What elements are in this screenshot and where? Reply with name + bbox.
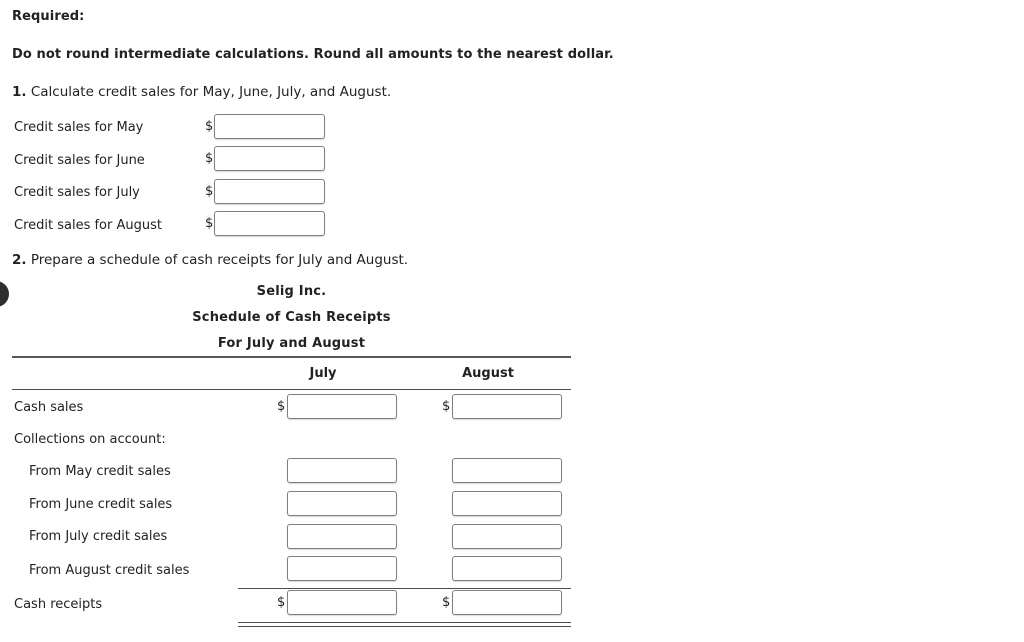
- table-bottom-rule-lower: [238, 626, 571, 627]
- row-label-from-july-credit-sales: From July credit sales: [29, 529, 168, 544]
- credit-sales-august-label: Credit sales for August: [14, 218, 162, 233]
- dollar-sign: $: [277, 399, 286, 414]
- dollar-sign: $: [442, 399, 451, 414]
- dollar-sign: $: [277, 595, 286, 610]
- credit-sales-july-input[interactable]: [214, 179, 325, 204]
- row-label-from-august-credit-sales: From August credit sales: [29, 563, 190, 578]
- question-2-number: 2.: [12, 252, 27, 268]
- from-july-july-input[interactable]: [287, 524, 397, 549]
- table-bottom-rule-upper: [238, 622, 571, 623]
- credit-sales-may-label: Credit sales for May: [14, 120, 144, 135]
- dollar-sign: $: [442, 595, 451, 610]
- rounding-instruction: Do not round intermediate calculations. …: [12, 47, 614, 62]
- row-label-cash-sales: Cash sales: [14, 400, 84, 415]
- edge-handle-icon[interactable]: [0, 281, 9, 307]
- column-header-august: August: [462, 366, 514, 381]
- question-2-text: Prepare a schedule of cash receipts for …: [30, 252, 409, 268]
- question-1-text: Calculate credit sales for May, June, Ju…: [30, 84, 392, 100]
- required-heading: Required:: [12, 9, 85, 24]
- schedule-title: Schedule of Cash Receipts: [192, 310, 391, 325]
- cash-sales-july-input[interactable]: [287, 394, 397, 419]
- row-label-from-june-credit-sales: From June credit sales: [29, 497, 173, 512]
- from-may-july-input[interactable]: [287, 458, 397, 483]
- table-top-rule: [12, 356, 571, 358]
- schedule-period: For July and August: [217, 336, 366, 351]
- credit-sales-may-input[interactable]: [214, 114, 325, 139]
- question-1-line: 1. Calculate credit sales for May, June,…: [12, 84, 391, 100]
- credit-sales-august-input[interactable]: [214, 211, 325, 236]
- question-2-line: 2. Prepare a schedule of cash receipts f…: [12, 252, 408, 268]
- dollar-sign: $: [205, 151, 214, 166]
- dollar-sign: $: [205, 216, 214, 231]
- table-header-rule: [12, 389, 571, 390]
- question-1-number: 1.: [12, 84, 27, 100]
- row-label-from-may-credit-sales: From May credit sales: [29, 464, 171, 479]
- from-june-july-input[interactable]: [287, 491, 397, 516]
- credit-sales-june-label: Credit sales for June: [14, 153, 145, 168]
- from-june-august-input[interactable]: [452, 491, 562, 516]
- from-may-august-input[interactable]: [452, 458, 562, 483]
- from-july-august-input[interactable]: [452, 524, 562, 549]
- table-subtotal-rule: [238, 588, 571, 589]
- cash-receipts-july-input[interactable]: [287, 590, 397, 615]
- from-august-august-input[interactable]: [452, 556, 562, 581]
- dollar-sign: $: [205, 119, 214, 134]
- schedule-company-name: Selig Inc.: [256, 284, 327, 299]
- row-label-cash-receipts: Cash receipts: [14, 597, 103, 612]
- row-label-collections-on-account: Collections on account:: [14, 432, 166, 447]
- cash-sales-august-input[interactable]: [452, 394, 562, 419]
- cash-receipts-august-input[interactable]: [452, 590, 562, 615]
- column-header-july: July: [309, 366, 337, 381]
- credit-sales-july-label: Credit sales for July: [14, 185, 140, 200]
- dollar-sign: $: [205, 184, 214, 199]
- from-august-july-input[interactable]: [287, 556, 397, 581]
- credit-sales-june-input[interactable]: [214, 146, 325, 171]
